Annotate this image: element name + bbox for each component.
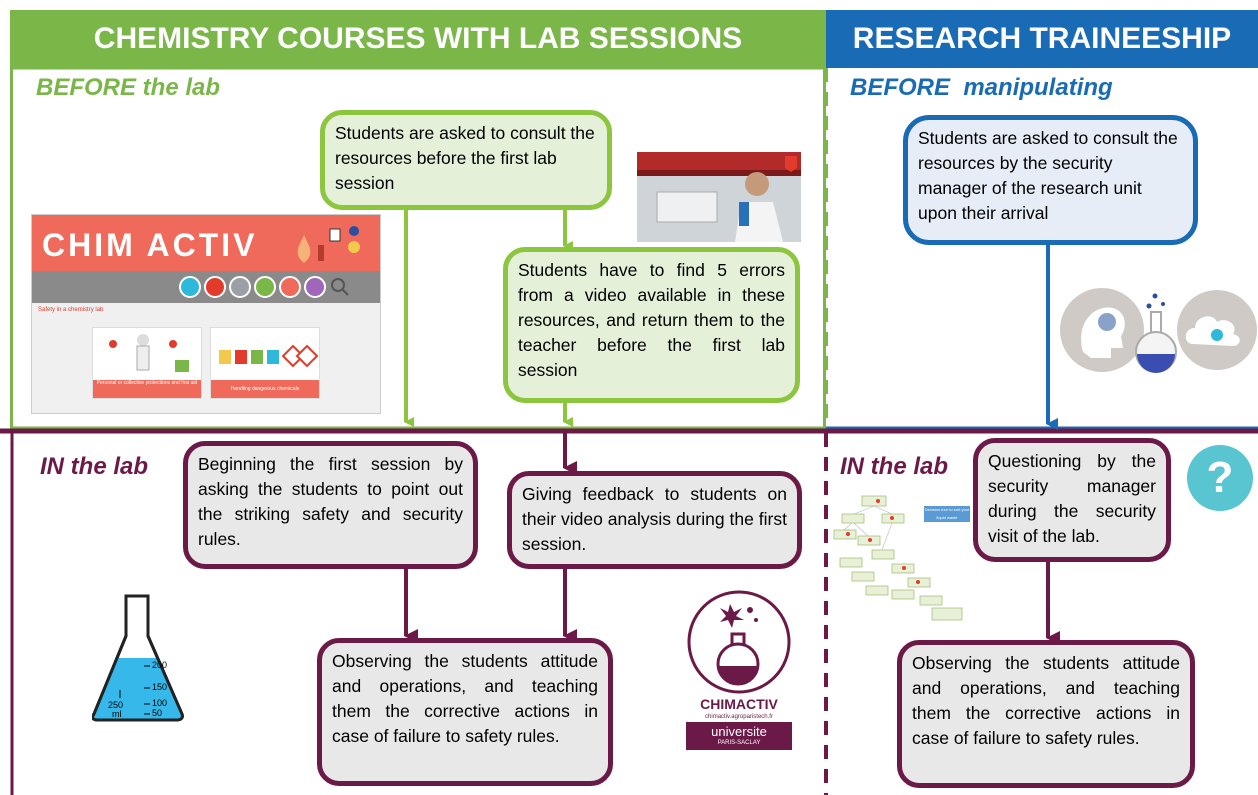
research-icons bbox=[1060, 288, 1257, 373]
consult-security-box: Students are asked to consult the resour… bbox=[903, 115, 1198, 245]
flask-mark-50: 50 bbox=[152, 708, 163, 718]
flask-mark-200: 200 bbox=[152, 660, 168, 670]
consult-resources-text: Students are asked to consult the resour… bbox=[335, 123, 595, 193]
protection-illustration bbox=[109, 334, 189, 372]
observing-left-text: Observing the students attitude and oper… bbox=[332, 651, 598, 746]
flask-mark-150: 150 bbox=[152, 682, 168, 692]
website-icons bbox=[297, 226, 360, 263]
website-page-title: Safety in a chemistry lab bbox=[38, 307, 104, 313]
card-protections-label: Personal or collective protections and f… bbox=[93, 380, 201, 398]
header-research-traineeship: RESEARCH TRAINEESHIP bbox=[826, 10, 1258, 68]
lab-video-thumbnail bbox=[637, 152, 801, 242]
card-chemicals-label: Handling dangerous chemicals bbox=[211, 380, 319, 398]
find-errors-text: Students have to find 5 errors from a vi… bbox=[518, 260, 785, 380]
decision-tree-title: Decision tree to sort your liquid waste bbox=[924, 506, 970, 522]
observing-right-text: Observing the students attitude and oper… bbox=[912, 653, 1180, 748]
observing-left-box: Observing the students attitude and oper… bbox=[317, 638, 613, 786]
header-chemistry-courses: CHEMISTRY COURSES WITH LAB SESSIONS bbox=[10, 10, 826, 68]
chimactiv-website-screenshot: CHIM ACTIV Safety in a chemistry lab bbox=[31, 214, 381, 414]
flask-volume: 250 bbox=[108, 700, 124, 710]
questioning-text: Questioning by the security manager duri… bbox=[988, 451, 1156, 546]
beginning-session-text: Beginning the first session by asking th… bbox=[198, 454, 463, 549]
website-nav-icons bbox=[179, 276, 349, 298]
consult-security-text: Students are asked to consult the resour… bbox=[918, 128, 1178, 223]
in-lab-right-title: IN the lab bbox=[840, 453, 949, 480]
university-name: universite bbox=[711, 724, 767, 739]
website-card-chemicals: Handling dangerous chemicals bbox=[210, 327, 320, 399]
lab-video-image bbox=[637, 152, 801, 242]
website-logo: CHIM ACTIV bbox=[42, 227, 258, 263]
consult-resources-box: Students are asked to consult the resour… bbox=[320, 110, 612, 210]
flask-mark-100: 100 bbox=[152, 698, 168, 708]
university-badge: universite PARIS-SACLAY bbox=[686, 722, 792, 750]
decision-tree-graph bbox=[833, 495, 963, 621]
university-sub: PARIS-SACLAY bbox=[717, 740, 761, 746]
decision-tree-image: Decision tree to sort your liquid waste bbox=[832, 492, 970, 624]
giving-feedback-box: Giving feedback to students on their vid… bbox=[507, 471, 802, 569]
find-errors-box: Students have to find 5 errors from a vi… bbox=[503, 247, 800, 403]
chemicals-illustration bbox=[219, 344, 319, 368]
erlenmeyer-flask-icon: 200 150 100 50 250 ml bbox=[92, 590, 202, 724]
flask-unit: ml bbox=[112, 709, 122, 719]
flask-graphic bbox=[92, 594, 184, 722]
questioning-box: Questioning by the security manager duri… bbox=[973, 438, 1171, 562]
before-manipulating-title: BEFORE manipulating bbox=[850, 74, 1113, 101]
website-card-protections: Personal or collective protections and f… bbox=[92, 327, 202, 399]
giving-feedback-text: Giving feedback to students on their vid… bbox=[522, 484, 787, 554]
observing-right-box: Observing the students attitude and oper… bbox=[897, 640, 1195, 788]
chimactiv-logo-graphic bbox=[687, 590, 791, 694]
flask-icon bbox=[1135, 293, 1177, 373]
chimactiv-university-logo: CHIMACTIV chimactiv.agroparistech.fr uni… bbox=[684, 590, 794, 750]
in-lab-left-title: IN the lab bbox=[40, 453, 149, 480]
website-header: CHIM ACTIV bbox=[32, 215, 380, 271]
cloud-gear-icon bbox=[1177, 290, 1257, 370]
beginning-session-box: Beginning the first session by asking th… bbox=[183, 441, 478, 569]
chimactiv-logo-url: chimactiv.agroparistech.fr bbox=[705, 714, 773, 720]
chimactiv-logo-name: CHIMACTIV bbox=[700, 696, 778, 712]
before-lab-title: BEFORE the lab bbox=[36, 74, 221, 101]
website-nav bbox=[32, 271, 380, 303]
question-icon: ? bbox=[1187, 445, 1253, 511]
